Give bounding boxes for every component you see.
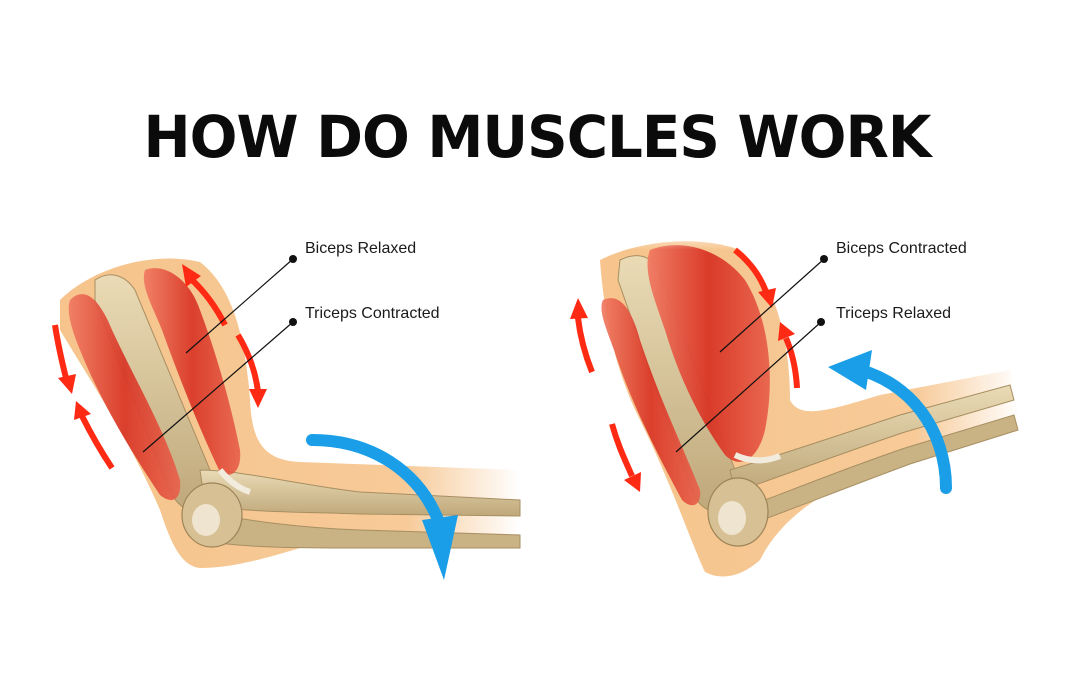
triceps-lengthen-arrow-up (570, 298, 595, 374)
flexion-motion-arrow (828, 350, 952, 494)
triceps-leader-dot (817, 318, 825, 326)
biceps-contract-arrow-up (778, 322, 800, 389)
extension-motion-arrow (306, 434, 458, 580)
biceps-relaxed-label: Biceps Relaxed (305, 240, 417, 257)
biceps-leader-line (185, 258, 294, 354)
triceps-relaxed-label: Triceps Relaxed (836, 305, 952, 322)
biceps-contracted-label: Biceps Contracted (836, 240, 967, 257)
triceps-muscle (68, 294, 181, 500)
triceps-leader-line (675, 321, 822, 453)
biceps-leader-dot (289, 255, 297, 263)
triceps-leader-line (142, 321, 294, 453)
triceps-leader-dot (289, 318, 297, 326)
forearm-bone-radius (729, 384, 1015, 493)
biceps-contract-arrow-down (733, 247, 776, 308)
arm-flexed (570, 225, 1020, 577)
biceps-lengthen-arrow-down (235, 333, 267, 408)
triceps-contract-arrow-up (74, 401, 115, 470)
page-title: HOW DO MUSCLES WORK (143, 103, 932, 171)
biceps-muscle (647, 245, 770, 462)
biceps-leader-line (719, 258, 825, 353)
arm-extended (40, 230, 521, 580)
biceps-lengthen-arrow-up (182, 264, 228, 327)
triceps-lengthen-arrow-down (609, 423, 641, 492)
triceps-muscle (601, 298, 701, 506)
triceps-contracted-label: Triceps Contracted (305, 305, 440, 322)
biceps-muscle (143, 268, 241, 475)
triceps-contract-arrow-down (52, 324, 76, 394)
biceps-leader-dot (820, 255, 828, 263)
